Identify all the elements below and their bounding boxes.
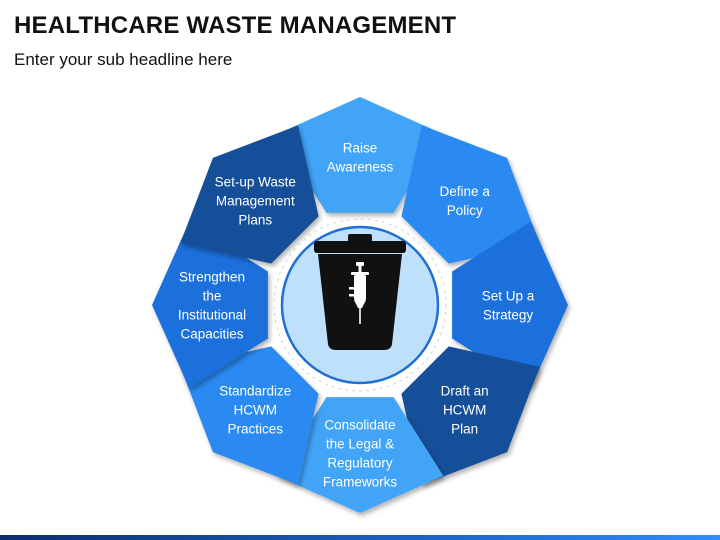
segment-shape (180, 346, 319, 485)
segment-label-line: Strategy (483, 308, 534, 323)
segment-label-line: the (203, 289, 222, 304)
segment-label-line: Awareness (327, 160, 394, 175)
segment-label: Define a Policy (440, 184, 491, 218)
segment-label-line: Institutional (178, 308, 246, 323)
segment-label-line: Standardize (219, 384, 291, 399)
segment-label-line: Practices (228, 422, 284, 437)
segment-label-line: Frameworks (323, 475, 398, 490)
segment-shape (452, 221, 568, 389)
page-subtitle: Enter your sub headline here (14, 50, 233, 69)
segment-label-line: HCWM (234, 403, 278, 418)
segment-shape (152, 221, 268, 389)
center-hub (273, 218, 447, 392)
segment-label-line: Capacities (180, 327, 243, 342)
segment-shape (276, 97, 444, 213)
segment-shape (276, 397, 444, 513)
segment-label-line: Define a (440, 184, 491, 199)
segment-label-line: Strengthen (179, 270, 245, 285)
footer-accent-bar (0, 535, 720, 540)
segment-shape (180, 125, 319, 264)
segment-label-line: Raise (343, 141, 378, 156)
segment-label-line: Regulatory (327, 456, 393, 471)
waste-bin-syringe-icon (314, 234, 406, 350)
segment-label-line: Policy (447, 203, 483, 218)
segment-label-line: Plans (238, 212, 272, 227)
segment-label: Set Up a Strategy (482, 289, 535, 323)
segment-define-policy: Define a Policy (401, 125, 540, 264)
segment-label-line: Management (216, 193, 295, 208)
segment-label-line: HCWM (443, 403, 487, 418)
segment-shape (401, 125, 540, 264)
segment-shape (401, 346, 540, 485)
segment-label-line: Consolidate (324, 418, 395, 433)
segment-label-line: Plan (451, 422, 478, 437)
segment-draft-hcwm-plan: Draft an HCWM Plan (401, 346, 540, 485)
segment-set-up-strategy: Set Up a Strategy (452, 221, 568, 389)
dashed-ring (273, 218, 447, 392)
segment-label: Draft an HCWM Plan (441, 384, 489, 437)
segment-label-line: Set Up a (482, 289, 535, 304)
segment-label-line: the Legal & (326, 437, 394, 452)
segment-label-line: Set-up Waste (215, 174, 296, 189)
segment-label-line: Draft an (441, 384, 489, 399)
page-title: HEALTHCARE WASTE MANAGEMENT (14, 12, 457, 39)
